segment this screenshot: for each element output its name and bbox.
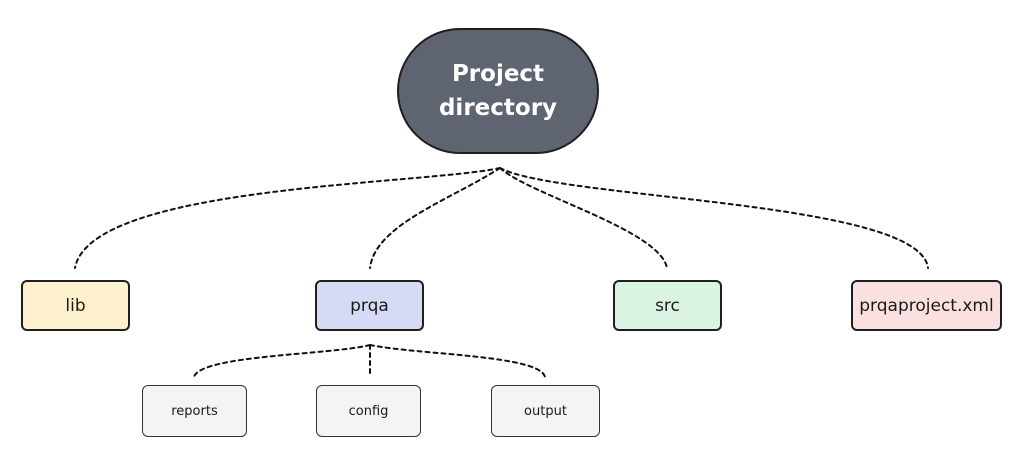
node-prqaproject-xml-label: prqaproject.xml bbox=[859, 295, 994, 316]
node-reports-label: reports bbox=[171, 403, 218, 419]
node-prqaproject-xml: prqaproject.xml bbox=[851, 280, 1002, 331]
node-lib: lib bbox=[21, 280, 130, 331]
node-src-label: src bbox=[655, 295, 680, 316]
root-label: Project directory bbox=[438, 61, 558, 121]
root-node-project-directory: Project directory bbox=[397, 28, 599, 154]
link-root-prqa bbox=[369, 167, 501, 269]
link-prqa-output bbox=[369, 344, 546, 378]
node-src: src bbox=[613, 280, 722, 331]
link-root-lib bbox=[74, 167, 501, 269]
node-prqa-label: prqa bbox=[350, 295, 389, 316]
node-lib-label: lib bbox=[65, 295, 86, 316]
node-output: output bbox=[491, 385, 600, 437]
node-config: config bbox=[316, 385, 421, 437]
node-output-label: output bbox=[524, 403, 567, 419]
node-reports: reports bbox=[142, 385, 247, 437]
link-prqa-reports bbox=[193, 344, 371, 378]
node-config-label: config bbox=[348, 403, 389, 419]
node-prqa: prqa bbox=[315, 280, 424, 331]
link-root-src bbox=[499, 167, 668, 269]
link-root-xml bbox=[499, 167, 929, 269]
